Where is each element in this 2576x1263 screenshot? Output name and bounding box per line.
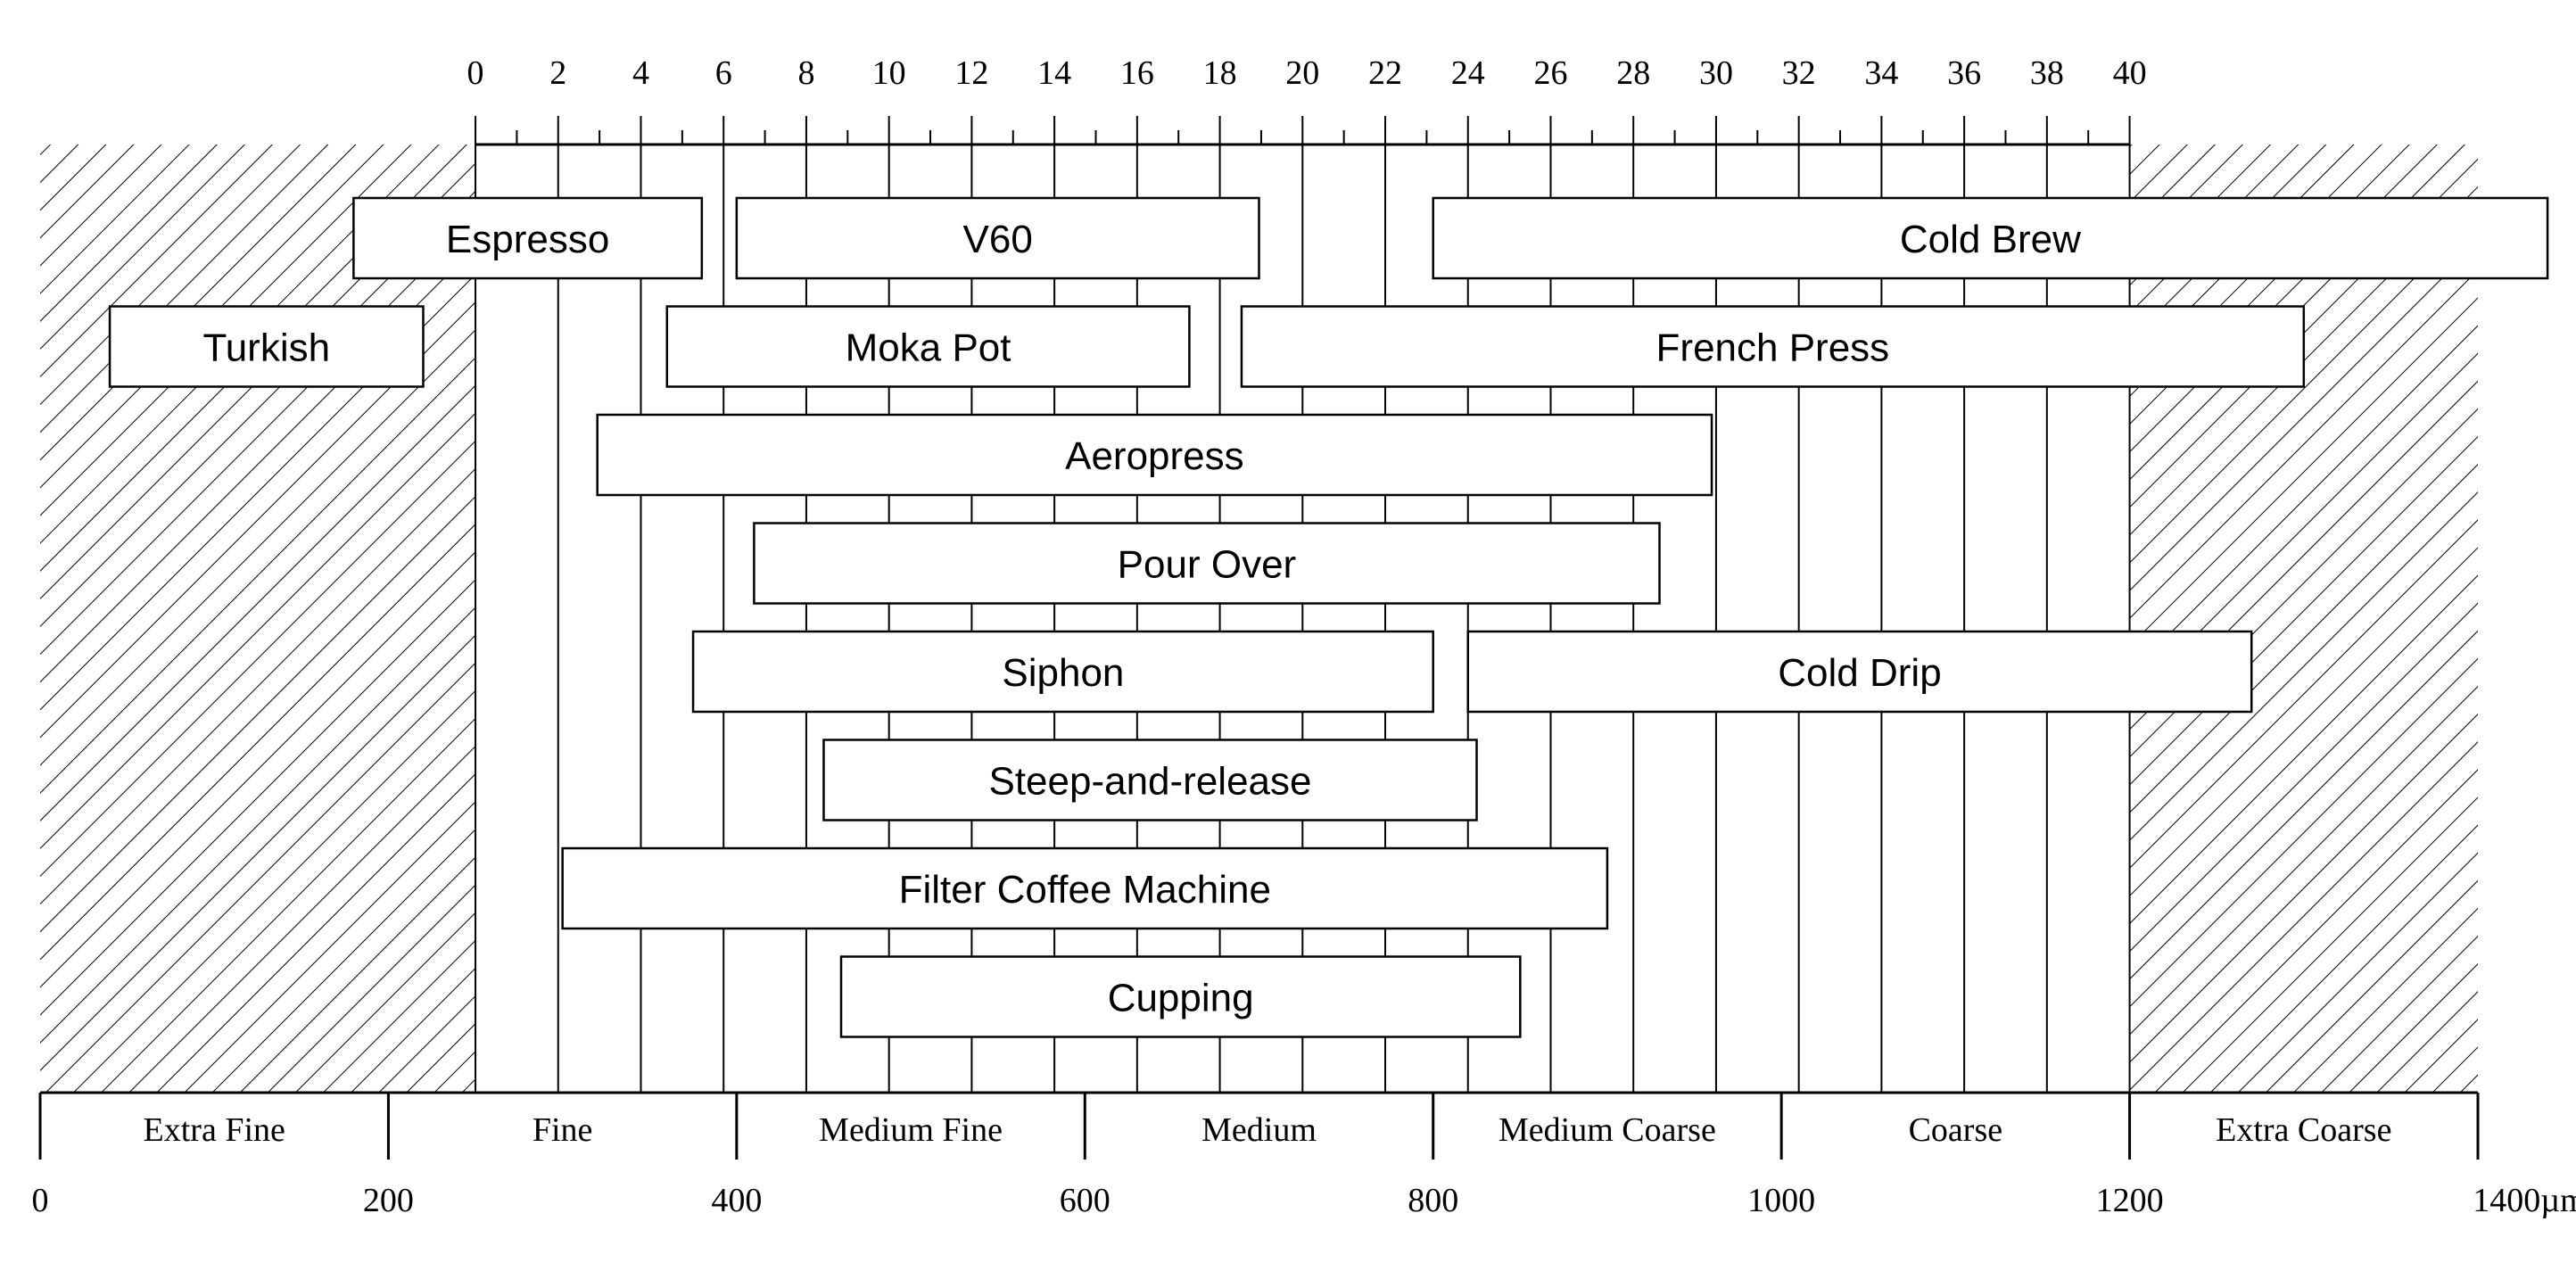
- method-bar-cold-brew: Cold Brew: [1432, 196, 2549, 280]
- method-bar-cold-drip: Cold Drip: [1466, 630, 2253, 714]
- top-tick-label: 36: [1947, 54, 1981, 92]
- top-tick-label: 8: [797, 54, 814, 92]
- method-bar-filter-coffee-machine: Filter Coffee Machine: [561, 846, 1609, 930]
- top-tick-label: 28: [1616, 54, 1650, 92]
- method-bar-french-press: French Press: [1240, 305, 2306, 388]
- grind-category-label: Fine: [533, 1111, 593, 1149]
- method-bar-label: Filter Coffee Machine: [899, 868, 1271, 912]
- hatched-region-0: [40, 144, 476, 1093]
- method-bar-box: [753, 522, 1661, 605]
- bottom-axis: Extra Fine Fine Medium Fine Medium Medium Co…: [32, 1091, 2576, 1219]
- method-bar-aeropress: Aeropress: [596, 413, 1713, 497]
- method-bar-box: [561, 846, 1609, 930]
- method-bar-label: Aeropress: [1065, 434, 1244, 478]
- top-tick-label: 22: [1368, 54, 1402, 92]
- bottom-tick-label: 200: [363, 1182, 414, 1219]
- bottom-tick-label: 400: [711, 1182, 762, 1219]
- method-bar-box: [108, 305, 425, 388]
- grind-category-label: Extra Coarse: [2216, 1111, 2391, 1149]
- grind-category-label: Medium: [1201, 1111, 1317, 1149]
- bottom-tick-label: 1400µm: [2473, 1182, 2576, 1219]
- top-tick-label: 18: [1203, 54, 1237, 92]
- hatched-region-1: [2129, 144, 2478, 1093]
- method-bar-label: Cold Brew: [1900, 218, 2081, 261]
- method-bar-box: [1240, 305, 2306, 388]
- top-tick-label: 34: [1864, 54, 1898, 92]
- method-bar-pour-over: Pour Over: [753, 522, 1661, 605]
- grind-category-label: Extra Fine: [144, 1111, 285, 1149]
- method-bar-box: [665, 305, 1191, 388]
- method-bar-label: Siphon: [1002, 651, 1124, 695]
- method-bar-label: Espresso: [446, 218, 609, 261]
- top-tick-label: 32: [1782, 54, 1816, 92]
- method-bar-box: [839, 955, 1522, 1038]
- method-bar-label: Turkish: [202, 326, 330, 370]
- top-tick-label: 2: [549, 54, 566, 92]
- top-tick-label: 4: [632, 54, 649, 92]
- method-bar-turkish: Turkish: [108, 305, 425, 388]
- grid-lines: [475, 144, 2131, 1093]
- method-bar-label: Moka Pot: [846, 326, 1011, 370]
- method-bar-box: [822, 739, 1478, 821]
- method-bar-box: [352, 196, 704, 280]
- top-tick-label: 30: [1699, 54, 1733, 92]
- top-tick-label: 16: [1120, 54, 1154, 92]
- grind-category-label: Medium Fine: [819, 1111, 1003, 1149]
- top-tick-label: 0: [467, 54, 484, 92]
- method-bar-box: [1432, 196, 2549, 280]
- method-bar-moka-pot: Moka Pot: [665, 305, 1191, 388]
- method-bar-label: Cold Drip: [1778, 651, 1941, 695]
- top-tick-label: 12: [954, 54, 988, 92]
- method-bar-label: V60: [963, 218, 1033, 261]
- bottom-tick-label: 600: [1060, 1182, 1110, 1219]
- top-tick-label: 10: [872, 54, 906, 92]
- method-bar-espresso: Espresso: [352, 196, 704, 280]
- bottom-tick-label: 1200: [2096, 1182, 2164, 1219]
- method-bar-v60: V60: [735, 196, 1260, 280]
- method-bar-label: Steep-and-release: [988, 760, 1311, 804]
- method-bar-label: Cupping: [1108, 977, 1254, 1020]
- grind-category-label: Coarse: [1909, 1111, 2003, 1149]
- top-tick-label: 6: [715, 54, 732, 92]
- method-bar-box: [596, 413, 1713, 497]
- top-tick-label: 38: [2030, 54, 2064, 92]
- method-bar-box: [1466, 630, 2253, 714]
- grind-category-label: Medium Coarse: [1499, 1111, 1716, 1149]
- top-tick-label: 20: [1285, 54, 1319, 92]
- method-bar-label: French Press: [1656, 326, 1890, 370]
- method-bar-siphon: Siphon: [691, 630, 1434, 714]
- method-bar-cupping: Cupping: [839, 955, 1522, 1038]
- top-tick-label: 40: [2113, 54, 2147, 92]
- top-tick-label: 24: [1451, 54, 1485, 92]
- method-bar-steep-and-release: Steep-and-release: [822, 739, 1478, 821]
- hatched-regions: [40, 144, 2478, 1093]
- method-bar-label: Pour Over: [1118, 543, 1297, 587]
- top-tick-label: 26: [1533, 54, 1567, 92]
- bottom-tick-label: 800: [1408, 1182, 1458, 1219]
- method-bar-box: [735, 196, 1260, 280]
- bottom-tick-label: 0: [32, 1182, 49, 1219]
- method-bar-box: [691, 630, 1434, 714]
- top-tick-label: 14: [1037, 54, 1071, 92]
- bottom-tick-label: 1000: [1747, 1182, 1815, 1219]
